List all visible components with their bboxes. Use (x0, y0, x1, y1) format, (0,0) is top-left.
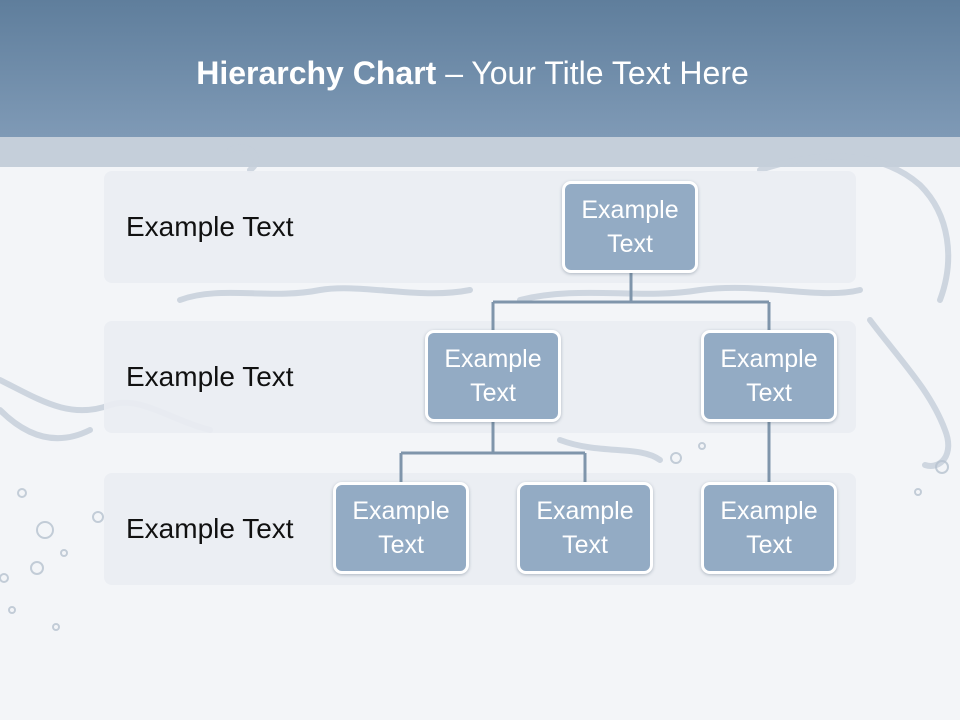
slide-title-bold: Hierarchy Chart (196, 55, 437, 91)
node-level2-left[interactable]: Example Text (425, 330, 561, 422)
connector-root-children (491, 273, 771, 330)
title-bar (0, 0, 960, 137)
slide-title: Hierarchy Chart – Your Title Text Here (0, 55, 945, 92)
slide-title-rest: – Your Title Text Here (436, 55, 749, 91)
node-level3-left-a[interactable]: Example Text (333, 482, 469, 574)
node-level3-left-b-text: Example Text (536, 497, 634, 559)
level-1-label: Example Text (126, 211, 294, 242)
node-root[interactable]: Example Text (562, 181, 698, 273)
level-band-1: Example Text (104, 171, 856, 283)
node-level2-right[interactable]: Example Text (701, 330, 837, 422)
level-2-label: Example Text (126, 361, 294, 392)
node-level2-left-text: Example Text (444, 345, 542, 407)
node-level3-right[interactable]: Example Text (701, 482, 837, 574)
node-level3-left-a-text: Example Text (352, 497, 450, 559)
node-level3-right-text: Example Text (720, 497, 818, 559)
node-root-text: Example Text (581, 196, 679, 258)
node-level2-right-text: Example Text (720, 345, 818, 407)
node-level3-left-b[interactable]: Example Text (517, 482, 653, 574)
level-3-label: Example Text (126, 513, 294, 544)
connector-left-children (399, 420, 587, 482)
